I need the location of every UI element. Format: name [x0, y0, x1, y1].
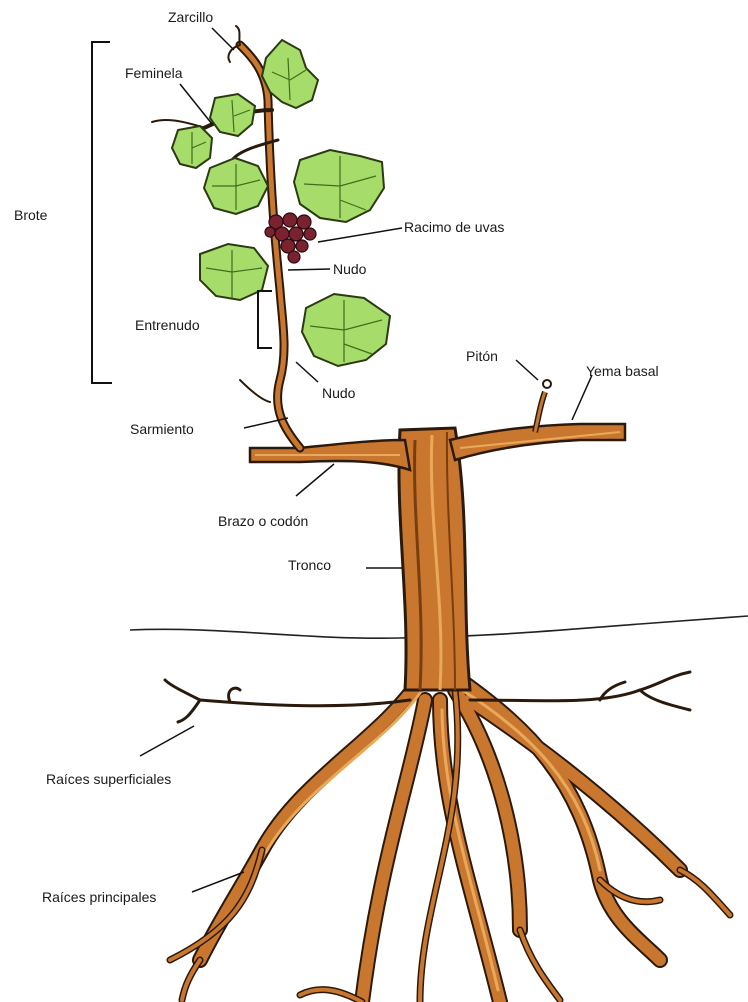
label-racimo: Racimo de uvas — [404, 219, 504, 235]
label-raices-superficiales: Raíces superficiales — [46, 771, 171, 787]
label-nudo-bottom: Nudo — [322, 385, 356, 401]
entrenudo-bracket — [258, 291, 272, 348]
label-brazo: Brazo o codón — [218, 513, 308, 529]
label-brote: Brote — [14, 207, 48, 223]
label-tronco: Tronco — [288, 557, 331, 573]
label-nudo-top: Nudo — [333, 261, 367, 277]
brote-bracket — [92, 42, 112, 383]
label-zarcillo: Zarcillo — [168, 9, 213, 25]
label-yema-basal: Yema basal — [586, 363, 659, 379]
label-sarmiento: Sarmiento — [130, 421, 194, 437]
label-feminela: Feminela — [125, 65, 183, 81]
roots — [165, 672, 730, 1002]
label-raices-principales: Raíces principales — [42, 889, 156, 905]
label-entrenudo: Entrenudo — [135, 317, 200, 333]
label-piton: Pitón — [466, 348, 498, 364]
